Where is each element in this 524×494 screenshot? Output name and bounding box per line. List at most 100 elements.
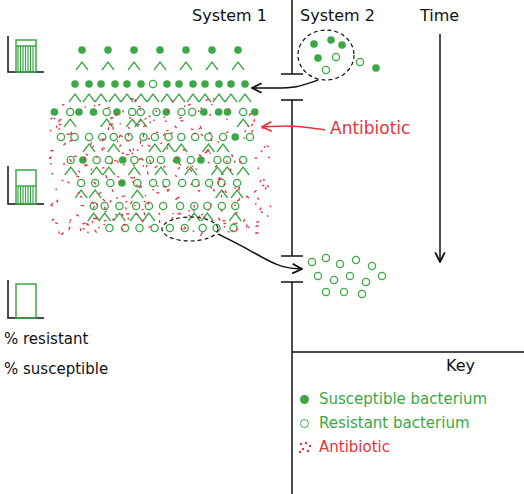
division-mark (135, 94, 147, 102)
division-mark (75, 190, 87, 198)
antibiotic-dot (123, 164, 124, 165)
resistant-bacterium (116, 202, 123, 209)
antibiotic-dot (148, 226, 151, 227)
antibiotic-dot (123, 224, 125, 225)
antibiotic-dot (217, 141, 219, 143)
antibiotic-dot (70, 159, 72, 162)
antibiotic-dot (58, 128, 60, 129)
antibiotic-dot (134, 205, 136, 206)
antibiotic-dot (256, 232, 259, 234)
antibiotic-dot (189, 215, 191, 217)
frame-lines (281, 0, 524, 494)
antibiotic-dot (222, 191, 224, 193)
susceptible-bacterium (215, 108, 223, 116)
antibiotic-dot (102, 148, 103, 150)
antibiotic-dot (55, 222, 58, 224)
transfer-arrow (218, 234, 302, 269)
antibiotic-dot (155, 166, 157, 168)
division-mark (69, 94, 81, 102)
antibiotic-dot (231, 154, 233, 157)
antibiotic-dot (163, 133, 165, 136)
bar-hatch (25, 186, 26, 204)
axis-label: Time (420, 6, 459, 25)
susceptible-bacterium (163, 108, 171, 116)
bar-hatch (20, 46, 21, 72)
division-mark (163, 144, 175, 152)
antibiotic-dot (127, 218, 129, 220)
antibiotic-dot (167, 109, 169, 112)
bar-hatch (20, 186, 21, 204)
antibiotic-dot (131, 98, 134, 100)
antibiotic-dot (116, 113, 117, 116)
antibiotic-dot (224, 183, 225, 185)
antibiotic-dot (142, 209, 144, 210)
antibiotic-dot (183, 228, 185, 229)
resistant-bacterium (336, 260, 343, 267)
antibiotic-dot (175, 198, 177, 200)
antibiotic-dot (126, 140, 129, 142)
antibiotic-dot (102, 167, 104, 168)
bar-hatch (27, 186, 28, 204)
antibiotic-dot (256, 225, 259, 227)
antibiotic-dot (121, 213, 123, 216)
resistant-bacterium (204, 202, 211, 209)
antibiotic-dot (112, 219, 113, 221)
antibiotic-dot (143, 165, 144, 167)
resistant-bacterium (101, 202, 108, 209)
resistant-bacterium (368, 262, 375, 269)
antibiotic-dot (176, 157, 178, 159)
bar (16, 284, 36, 318)
division-mark (202, 144, 214, 152)
resistant-bacterium (78, 179, 85, 186)
antibiotic-dot (267, 185, 269, 187)
antibiotic-dot (138, 106, 141, 108)
antibiotic-dot (166, 148, 168, 149)
resistant-bacterium (149, 179, 156, 186)
antibiotic-dot (95, 230, 97, 233)
antibiotic-dot (93, 218, 96, 220)
antibiotic-dot (92, 145, 93, 147)
division-mark (154, 62, 166, 70)
antibiotic-dot (124, 224, 127, 226)
division-mark (131, 190, 143, 198)
swatch-dot (305, 442, 307, 444)
resistant-bacterium (57, 133, 64, 140)
antibiotic-dot (259, 180, 261, 182)
antibiotic-dot (193, 205, 194, 208)
antibiotic-dot (133, 120, 135, 122)
legend-text: Resistant bacterium (319, 414, 470, 432)
division-mark (229, 213, 241, 221)
susceptible-bacterium (156, 46, 164, 54)
antibiotic-dot (249, 113, 251, 116)
antibiotic-dot (122, 152, 124, 154)
antibiotic-dot (99, 192, 102, 194)
antibiotic-dot (255, 232, 257, 233)
susceptible-bacterium (231, 133, 239, 141)
susceptible-bacterium (197, 156, 205, 164)
antibiotic-dot (92, 221, 94, 223)
antibiotic-dot (200, 126, 201, 129)
chart-axes (8, 166, 44, 204)
antibiotic-dot (261, 150, 262, 152)
antibiotic-dot (133, 148, 134, 150)
division-mark (89, 190, 101, 198)
antibiotic-dot (104, 224, 105, 225)
antibiotic-dot (134, 100, 136, 101)
antibiotic-dot (98, 104, 100, 106)
division-mark (103, 167, 115, 175)
resistant-bacterium (322, 66, 329, 73)
division-mark (64, 119, 76, 127)
antibiotic-dot (213, 189, 215, 192)
antibiotic-dot (103, 199, 105, 201)
division-mark (108, 144, 120, 152)
antibiotic-dot (267, 215, 268, 217)
key-divider (292, 351, 524, 353)
antibiotic-dot (148, 145, 150, 147)
susceptible-bacterium (104, 46, 112, 54)
antibiotic-dot (178, 167, 180, 169)
chart-label: % resistant (4, 330, 88, 348)
antibiotic-dot (148, 202, 149, 205)
antibiotic-dot (122, 195, 125, 197)
antibiotic-dot (58, 231, 59, 233)
division-mark (128, 62, 140, 70)
